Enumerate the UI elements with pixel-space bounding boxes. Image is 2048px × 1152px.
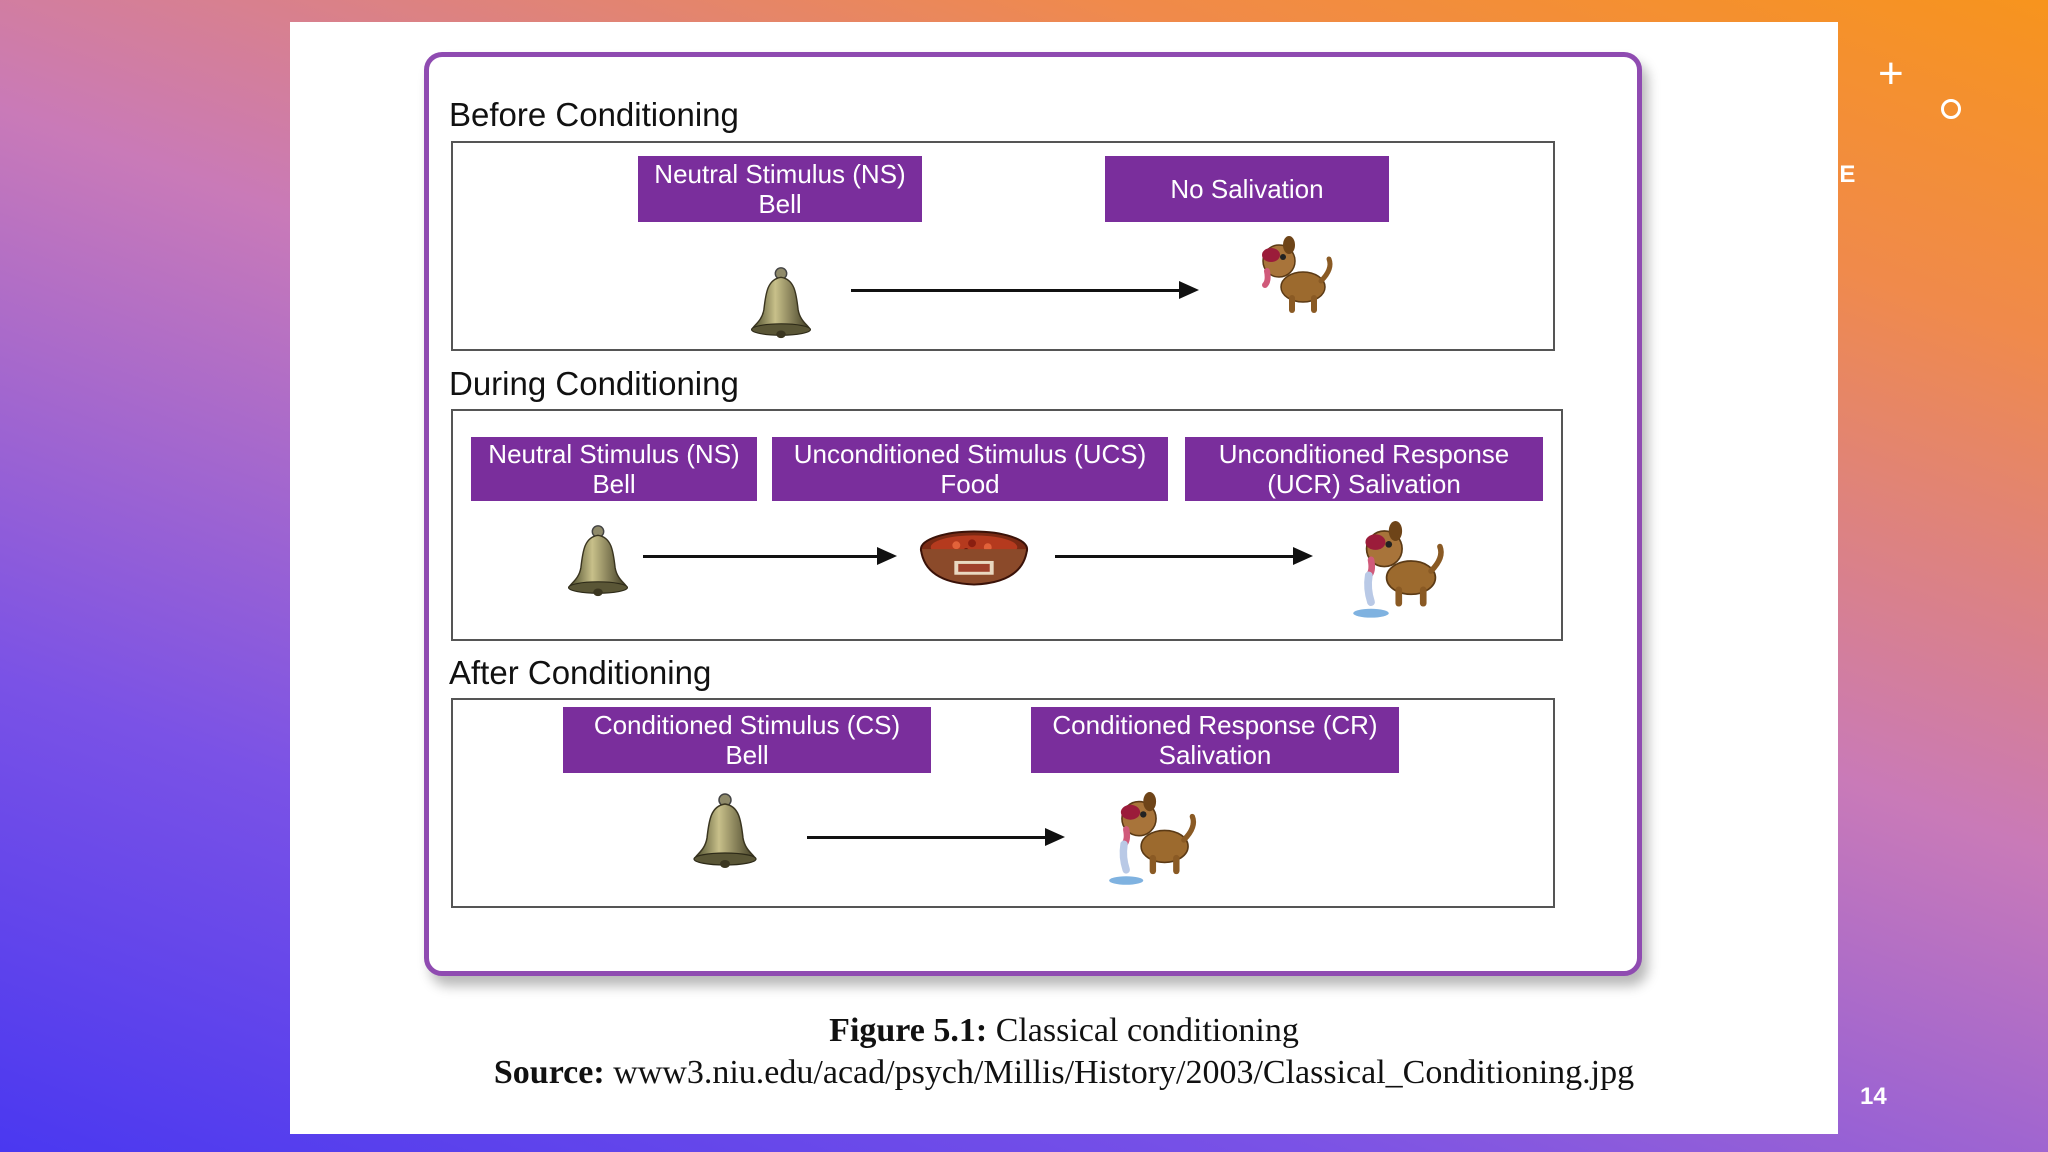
during-ucr-label: Unconditioned Response (UCR) Salivation	[1185, 437, 1543, 501]
during-arrow-2	[1055, 547, 1313, 565]
figure-text: Classical conditioning	[995, 1012, 1299, 1049]
before-stimulus-line1: Neutral Stimulus (NS)	[654, 159, 906, 189]
figure-label: Figure 5.1:	[829, 1012, 988, 1049]
plus-icon: +	[1878, 49, 1904, 98]
before-response-label: No Salivation	[1105, 156, 1389, 222]
after-cr-line2: Salivation	[1158, 740, 1272, 770]
during-arrow-1	[643, 547, 897, 565]
source-caption: Source: www3.niu.edu/acad/psych/Millis/H…	[290, 1054, 1838, 1092]
bell-icon	[685, 786, 765, 874]
during-ucr-line1: Unconditioned Response	[1218, 439, 1510, 469]
circle-icon	[1941, 99, 1961, 119]
after-arrow	[807, 828, 1065, 846]
during-ucs-line2: Food	[940, 469, 1000, 499]
before-stimulus-line2: Bell	[758, 189, 802, 219]
before-conditioning-box: Neutral Stimulus (NS) Bell No Salivation	[451, 141, 1555, 351]
after-conditioning-box: Conditioned Stimulus (CS) Bell Condition…	[451, 698, 1555, 908]
dog-salivating-icon	[1351, 515, 1451, 627]
figure-caption: Figure 5.1: Classical conditioning	[290, 1012, 1838, 1050]
after-cs-line2: Bell	[725, 740, 769, 770]
food-bowl-icon	[915, 519, 1033, 599]
slide-content-panel: Before Conditioning Neutral Stimulus (NS…	[290, 22, 1838, 1134]
during-ns-label: Neutral Stimulus (NS) Bell	[471, 437, 757, 501]
during-ns-line1: Neutral Stimulus (NS)	[488, 439, 740, 469]
bell-icon	[743, 261, 819, 343]
during-ns-line2: Bell	[592, 469, 636, 499]
dog-icon	[1249, 231, 1339, 321]
during-ucs-line1: Unconditioned Stimulus (UCS)	[793, 439, 1147, 469]
bell-icon	[560, 519, 636, 601]
during-ucs-label: Unconditioned Stimulus (UCS) Food	[772, 437, 1168, 501]
before-conditioning-title: Before Conditioning	[449, 96, 739, 133]
after-conditioning-title: After Conditioning	[449, 654, 712, 691]
after-cr-line1: Conditioned Response (CR)	[1052, 710, 1378, 740]
before-arrow	[851, 281, 1199, 299]
before-response-text: No Salivation	[1170, 174, 1324, 204]
after-cr-label: Conditioned Response (CR) Salivation	[1031, 707, 1399, 773]
source-text: www3.niu.edu/acad/psych/Millis/History/2…	[613, 1054, 1635, 1091]
source-label: Source:	[493, 1054, 605, 1091]
page-number: 14	[1860, 1083, 1887, 1110]
during-ucr-line2: (UCR) Salivation	[1267, 469, 1461, 499]
after-cs-line1: Conditioned Stimulus (CS)	[593, 710, 901, 740]
diagram-frame: Before Conditioning Neutral Stimulus (NS…	[424, 52, 1642, 976]
during-conditioning-title: During Conditioning	[449, 365, 739, 402]
dog-salivating-icon	[1107, 786, 1203, 894]
before-stimulus-label: Neutral Stimulus (NS) Bell	[638, 156, 922, 222]
during-conditioning-box: Neutral Stimulus (NS) Bell Unconditioned…	[451, 409, 1563, 641]
after-cs-label: Conditioned Stimulus (CS) Bell	[563, 707, 931, 773]
